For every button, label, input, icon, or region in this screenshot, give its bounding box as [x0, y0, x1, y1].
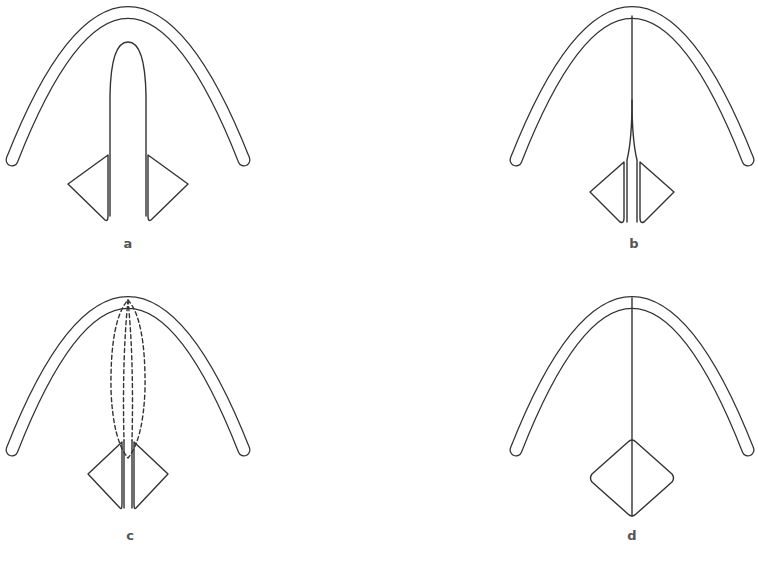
mandible-arch [12, 13, 748, 451]
tongue-shape [88, 300, 168, 509]
panel-letter: b [629, 236, 638, 251]
panel-letter: a [124, 236, 133, 251]
panel-letter: c [126, 528, 134, 543]
tongue-shape [68, 42, 188, 221]
tongue-shape [591, 298, 674, 516]
tongue-shape [590, 16, 674, 223]
panel-letter: d [627, 528, 636, 543]
